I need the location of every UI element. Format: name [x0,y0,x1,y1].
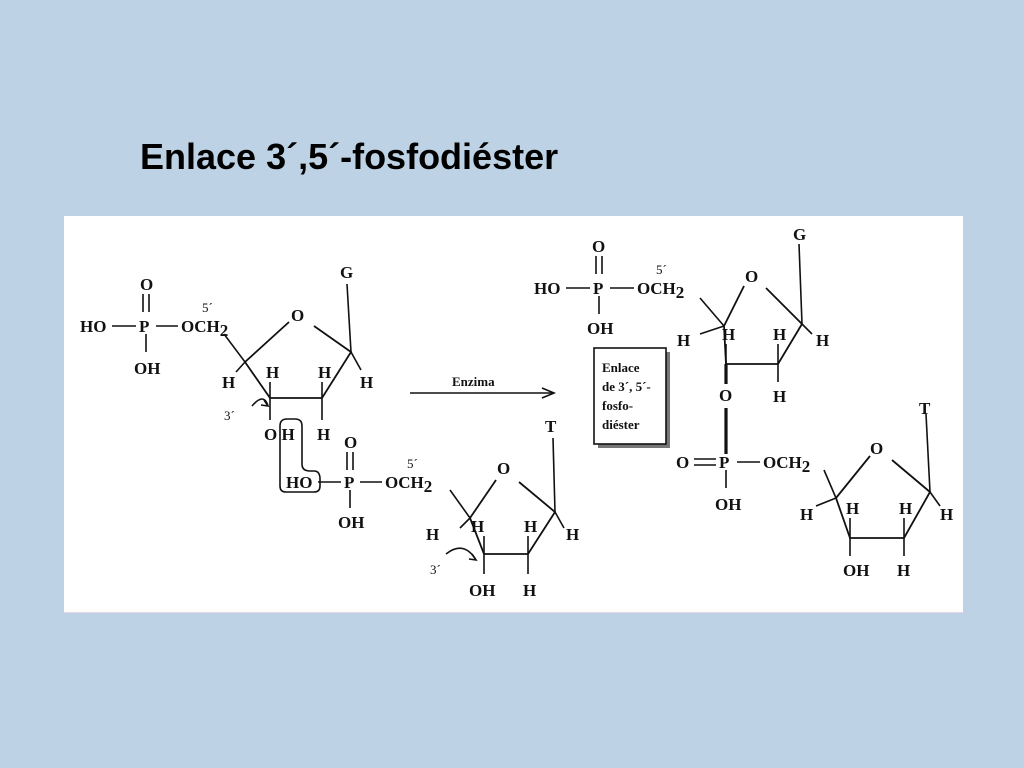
prime-5-label: 5´ [407,456,418,471]
ring-h: H [523,581,536,600]
phosphate-p: P [719,453,729,472]
ring-oxygen: O [745,267,758,286]
phosphate-p: P [344,473,354,492]
ring-h: H [722,325,735,344]
arrow-label-enzima: Enzima [452,374,495,389]
ring-h: H [566,525,579,544]
ring-h: H [677,331,690,350]
bridge-oxygen: O [719,386,732,405]
base-g: G [793,225,806,244]
ring-h: H [318,363,331,382]
prime-3-label: 3´ [224,408,235,423]
ch2-group: OCH2 [637,279,684,302]
reaction-figure: O HO P OCH2 5´ OH O G H H H H O H H 3´ [64,216,963,613]
reaction-diagram: O HO P OCH2 5´ OH O G H H H H O H H 3´ [80,225,953,600]
ring-h: H [471,517,484,536]
phosphate-ho: HO [534,279,560,298]
ring-oh: OH [843,561,869,580]
phosphate-oh: OH [134,359,160,378]
reaction-arrow: Enzima [410,374,557,399]
base-g: G [340,263,353,282]
phosphate-double-o: O [592,237,605,256]
ring-h: H [524,517,537,536]
prime-5-label: 5´ [656,262,667,277]
ring-h: H [899,499,912,518]
reactant-nucleotide-t: O HO P OCH2 5´ OH O T H H H H OH H 3´ [286,417,579,600]
prime-5-label: 5´ [202,300,213,315]
ch2-group: OCH2 [763,453,810,476]
ring-h: H [360,373,373,392]
box-line-1: Enlace [602,360,640,375]
prime-3-label: 3´ [430,562,441,577]
phosphate-p: P [139,317,149,336]
ring-h: H [940,505,953,524]
ch2-group: OCH2 [385,473,432,496]
phosphate-double-o: O [140,275,153,294]
ring-h: H [773,387,786,406]
phosphate-ho: HO [80,317,106,336]
box-line-2: de 3´, 5´- [602,379,651,394]
ch2-group: OCH2 [181,317,228,340]
ring-h: H [426,525,439,544]
ring-h: H [266,363,279,382]
ring-h: H [773,325,786,344]
ring-oxygen: O [291,306,304,325]
ring-h: H [222,373,235,392]
phosphate-p: P [593,279,603,298]
phosphate-oh: OH [587,319,613,338]
phosphate-oh: OH [338,513,364,532]
phosphodiester-label-box: Enlace de 3´, 5´- fosfo- diéster [593,347,670,448]
ring-h: H [816,331,829,350]
reactant-nucleotide-g: O HO P OCH2 5´ OH O G H H H H O H H 3´ [80,263,373,444]
box-line-4: diéster [602,417,640,432]
page-title: Enlace 3´,5´-fosfodiéster [140,136,559,177]
ring-h: H [800,505,813,524]
box-line-3: fosfo- [602,398,633,413]
ring-h: H [846,499,859,518]
phosphate-double-o: O [344,433,357,452]
water-loss-highlight [279,418,321,493]
base-t: T [919,399,931,418]
product-dinucleotide: O HO P OCH2 5´ OH O G H H H H H O O P [534,225,953,580]
ring-oxygen: O [870,439,883,458]
ring-oxygen: O [497,459,510,478]
base-t: T [545,417,557,436]
phosphate-ho: HO [286,473,312,492]
phosphate-double-o: O [676,453,689,472]
ring-oh: OH [469,581,495,600]
ring-h: H [317,425,330,444]
ring-h: H [897,561,910,580]
phosphate-oh: OH [715,495,741,514]
